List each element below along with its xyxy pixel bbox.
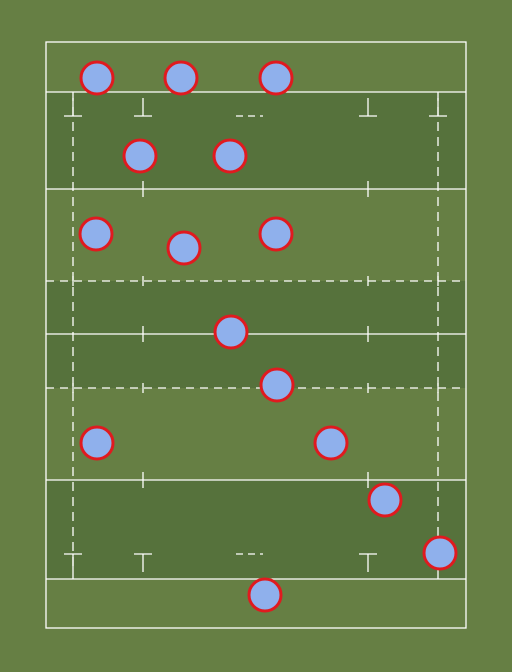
player-marker-7[interactable] (166, 230, 202, 266)
player-marker-6[interactable] (78, 216, 114, 252)
field-band-bottom (46, 480, 466, 579)
player-marker-11[interactable] (79, 425, 115, 461)
pitch-lines (45, 41, 467, 629)
player-marker-14[interactable] (422, 535, 458, 571)
player-marker-9[interactable] (213, 314, 249, 350)
player-marker-8[interactable] (258, 216, 294, 252)
player-marker-5[interactable] (212, 138, 248, 174)
player-marker-4[interactable] (122, 138, 158, 174)
player-marker-10[interactable] (259, 367, 295, 403)
player-marker-1[interactable] (79, 60, 115, 96)
player-marker-2[interactable] (163, 60, 199, 96)
player-marker-13[interactable] (367, 482, 403, 518)
players-layer (78, 60, 458, 613)
player-marker-12[interactable] (313, 425, 349, 461)
pitch-boundary (45, 41, 467, 629)
field-band-top (46, 92, 466, 189)
player-marker-15[interactable] (247, 577, 283, 613)
player-marker-3[interactable] (258, 60, 294, 96)
